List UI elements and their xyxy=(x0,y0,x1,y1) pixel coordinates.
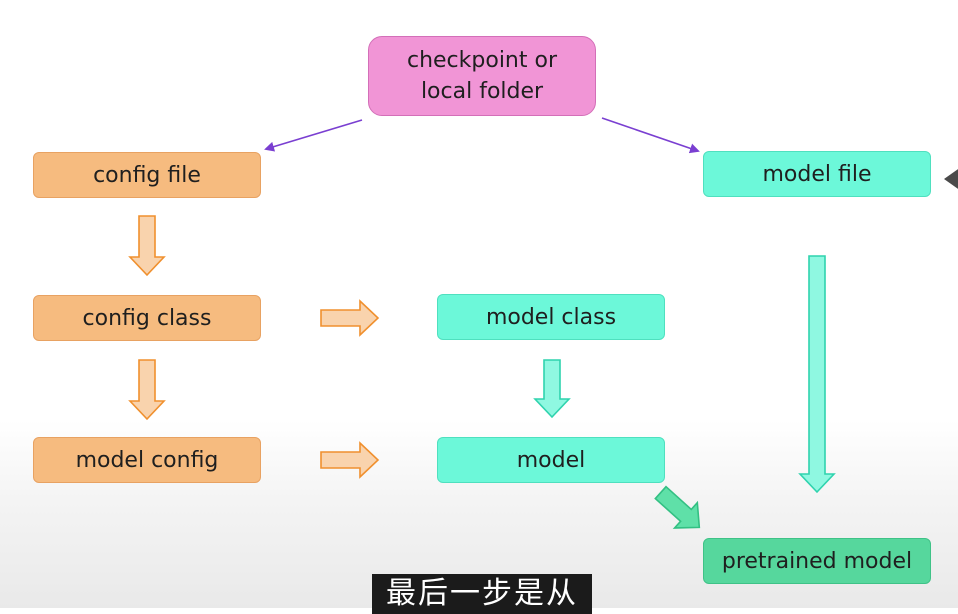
model-file-node: model file xyxy=(703,151,931,197)
arrow-model-to-pretrained-model xyxy=(654,485,701,529)
pen-cursor-icon xyxy=(944,155,958,203)
config-class-node: config class xyxy=(33,295,261,341)
model-config-node: model config xyxy=(33,437,261,483)
config-file-label: config file xyxy=(93,162,201,188)
config-class-label: config class xyxy=(82,305,212,331)
model-label: model xyxy=(516,447,586,473)
arrow-config-file-to-config-class xyxy=(128,215,166,277)
arrow-model-class-to-model xyxy=(533,359,571,419)
arrow-checkpoint-to-config-file xyxy=(264,119,363,152)
model-class-label: model class xyxy=(485,304,617,330)
arrow-model-file-to-pretrained-model xyxy=(798,255,836,494)
pretrained-model-label: pretrained model xyxy=(721,548,913,574)
model-class-node: model class xyxy=(437,294,665,340)
arrow-config-class-to-model-config xyxy=(128,359,166,421)
arrow-config-class-to-model-class xyxy=(320,299,380,337)
model-node: model xyxy=(437,437,665,483)
pretrained-model-node: pretrained model xyxy=(703,538,931,584)
model-config-label: model config xyxy=(75,447,219,473)
checkpoint-label-line1: checkpoint or xyxy=(406,48,557,73)
arrow-model-config-to-model xyxy=(320,441,380,479)
video-subtitle: 最后一步是从 xyxy=(372,574,592,614)
config-file-node: config file xyxy=(33,152,261,198)
checkpoint-node: checkpoint or local folder xyxy=(368,36,596,116)
checkpoint-label-line2: local folder xyxy=(420,79,544,104)
arrow-checkpoint-to-model-file xyxy=(601,117,700,154)
model-file-label: model file xyxy=(762,161,872,187)
